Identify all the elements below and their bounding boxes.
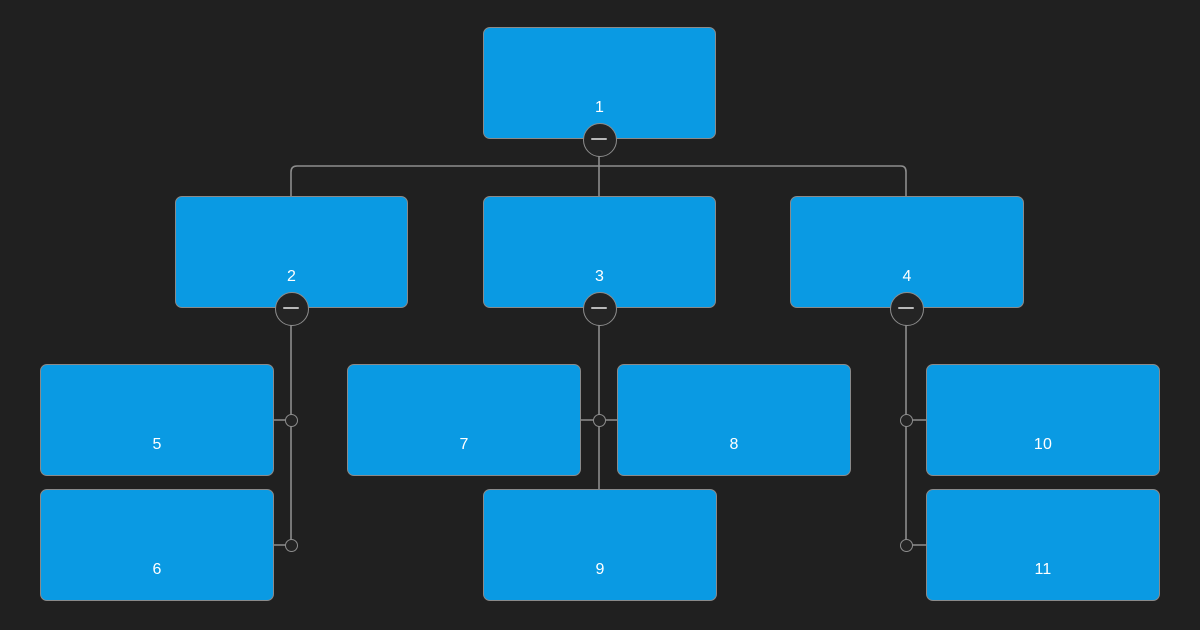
node-label: 7 bbox=[459, 436, 469, 453]
node-label: 5 bbox=[152, 436, 162, 453]
node-label: 9 bbox=[595, 561, 605, 578]
node-label: 2 bbox=[286, 268, 297, 285]
node-4[interactable]: 4 bbox=[790, 196, 1024, 308]
node-9[interactable]: 9 bbox=[483, 489, 717, 601]
node-label: 1 bbox=[594, 99, 605, 116]
node-7[interactable]: 7 bbox=[347, 364, 581, 476]
node-label: 10 bbox=[1033, 436, 1053, 453]
edge-path bbox=[290, 165, 907, 197]
edge-junction-dot[interactable] bbox=[899, 538, 913, 552]
collapse-toggle-node-1[interactable] bbox=[583, 123, 617, 157]
node-6[interactable]: 6 bbox=[40, 489, 274, 601]
node-1[interactable]: 1 bbox=[483, 27, 716, 139]
edge-junction-dot[interactable] bbox=[284, 538, 298, 552]
node-label: 8 bbox=[729, 436, 739, 453]
node-10[interactable]: 10 bbox=[926, 364, 1160, 476]
edge-junction-dot[interactable] bbox=[284, 413, 298, 427]
node-2[interactable]: 2 bbox=[175, 196, 408, 308]
collapse-toggle-node-2[interactable] bbox=[275, 292, 309, 326]
node-label: 4 bbox=[902, 268, 912, 285]
node-5[interactable]: 5 bbox=[40, 364, 274, 476]
node-label: 3 bbox=[594, 268, 605, 285]
node-label: 6 bbox=[152, 561, 162, 578]
collapse-toggle-node-3[interactable] bbox=[583, 292, 617, 326]
node-label: 11 bbox=[1034, 561, 1052, 578]
edge-junction-dot[interactable] bbox=[592, 413, 606, 427]
collapse-toggle-node-4[interactable] bbox=[890, 292, 924, 326]
node-8[interactable]: 8 bbox=[617, 364, 851, 476]
node-11[interactable]: 11 bbox=[926, 489, 1160, 601]
edge-junction-dot[interactable] bbox=[899, 413, 913, 427]
